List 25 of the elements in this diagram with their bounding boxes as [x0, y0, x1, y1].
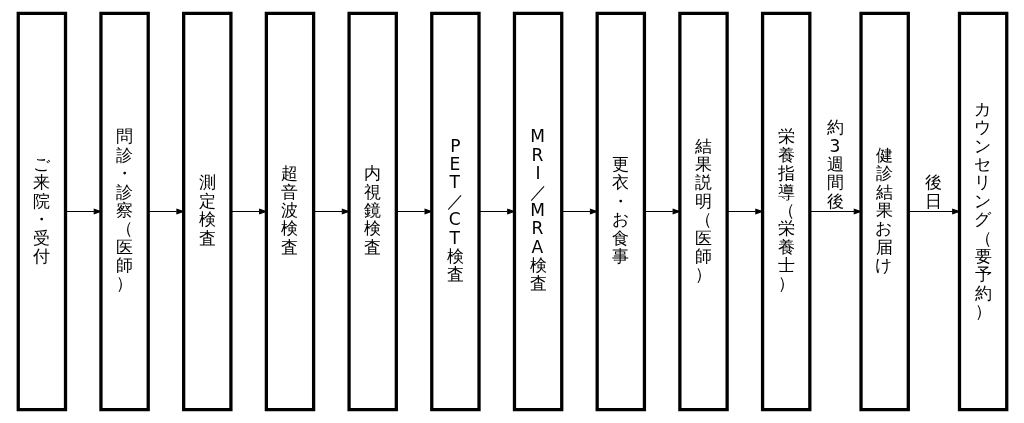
node-box: 測定検査 [181, 11, 233, 412]
arrow [147, 208, 185, 215]
arrow [561, 208, 599, 215]
edge-label: 約3週間後 [826, 117, 844, 211]
edge-label: 後日 [924, 172, 942, 211]
arrow [64, 208, 102, 215]
node-box: 結果説明（医師） [677, 11, 729, 412]
arrow [478, 208, 516, 215]
arrow [643, 208, 681, 215]
node-box: 問診・診察（医師） [98, 11, 150, 412]
arrow [313, 208, 350, 215]
node-box: 更衣・お食事 [595, 11, 646, 412]
arrow [726, 208, 764, 215]
arrow [395, 208, 433, 215]
arrow [809, 208, 862, 215]
node-box: 超音波検査 [264, 11, 315, 412]
arrow [230, 208, 268, 215]
arrow [907, 208, 961, 215]
node-box: カウンセリング（要予約） [957, 11, 1008, 412]
node-box: 栄養指導（栄養士） [760, 11, 811, 412]
node-box: ご来院・受付 [16, 11, 67, 412]
node-box: 内視鏡検査 [346, 11, 398, 412]
node-box: PET／CT検査 [429, 11, 481, 412]
node-box: MRI／MRA検査 [512, 11, 563, 412]
node-box: 健診結果お届け [858, 11, 910, 412]
